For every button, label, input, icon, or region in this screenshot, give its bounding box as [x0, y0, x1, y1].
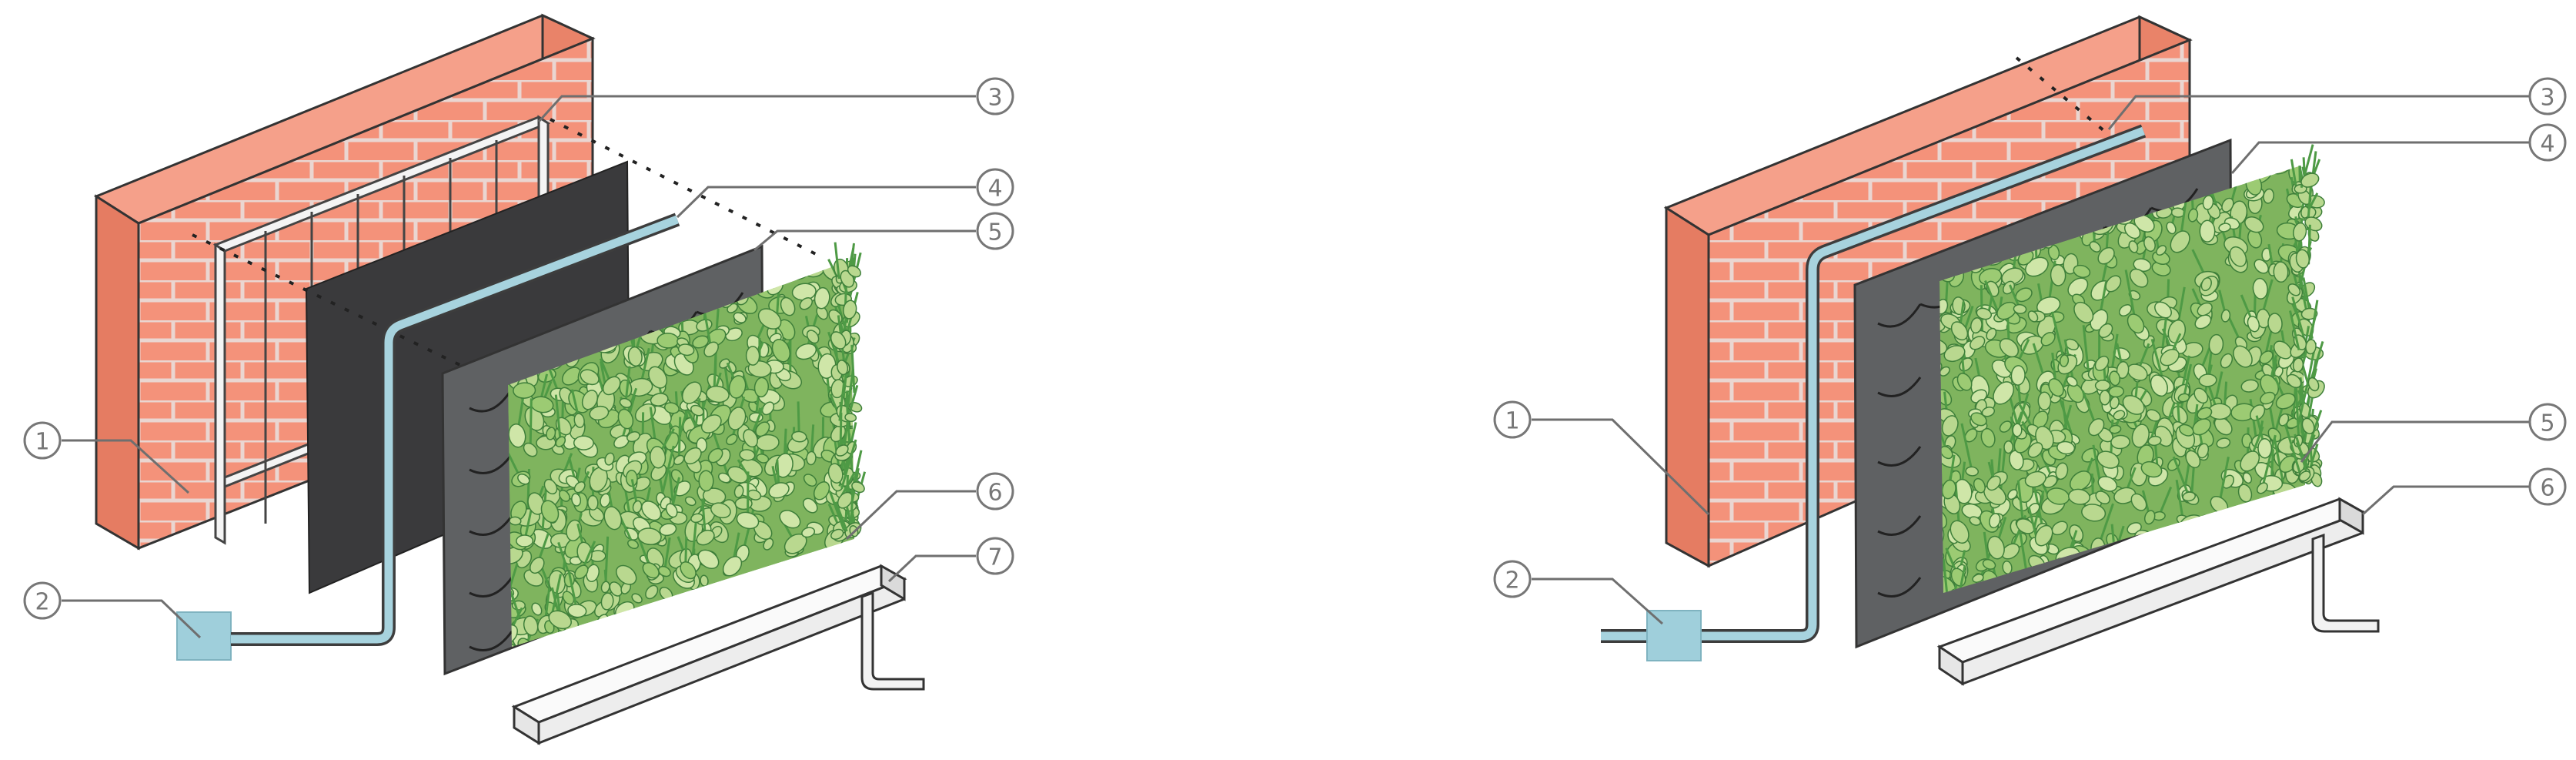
plants-right	[1940, 166, 2305, 593]
callout-number: 1	[1505, 408, 1519, 435]
callout-1-right: 1	[1493, 400, 1532, 439]
right-diagram: 1 2 3 4 5 6	[1493, 15, 2567, 686]
gutter-left	[511, 564, 925, 745]
callout-number: 6	[987, 480, 1002, 507]
callout-number: 2	[1505, 567, 1519, 594]
leader-lines-right	[1532, 95, 2546, 625]
callout-2-left: 2	[23, 581, 62, 620]
callout-number: 7	[987, 544, 1002, 571]
callout-number: 4	[987, 176, 1002, 203]
callout-5-right: 5	[2528, 403, 2567, 441]
callout-5-left: 5	[976, 212, 1014, 250]
callout-number: 4	[2540, 131, 2554, 158]
callout-3-left: 3	[976, 77, 1014, 116]
callout-number: 2	[35, 589, 49, 616]
callout-4-right: 4	[2528, 123, 2567, 162]
leader-lines-left	[62, 95, 976, 639]
callout-number: 5	[987, 219, 1002, 246]
callout-7-left: 7	[976, 537, 1014, 575]
callout-number: 5	[2540, 410, 2554, 437]
plant-edge-left	[827, 242, 867, 542]
plant-edge-right	[2284, 144, 2325, 487]
callout-2-right: 2	[1493, 560, 1532, 598]
callout-number: 3	[2540, 85, 2554, 112]
callout-3-right: 3	[2528, 77, 2567, 116]
callout-6-left: 6	[976, 472, 1014, 511]
callout-number: 3	[987, 85, 1002, 112]
guide-lines-left	[192, 118, 817, 406]
callout-4-left: 4	[976, 168, 1014, 206]
callout-1-left: 1	[23, 421, 62, 460]
callout-number: 6	[2540, 475, 2554, 502]
callout-6-right: 6	[2528, 467, 2567, 506]
callout-number: 1	[35, 429, 49, 456]
gutter-right	[1936, 497, 2380, 686]
left-diagram: 1 2 3 4 5 6 7	[23, 13, 1014, 745]
pump-left	[176, 611, 232, 661]
